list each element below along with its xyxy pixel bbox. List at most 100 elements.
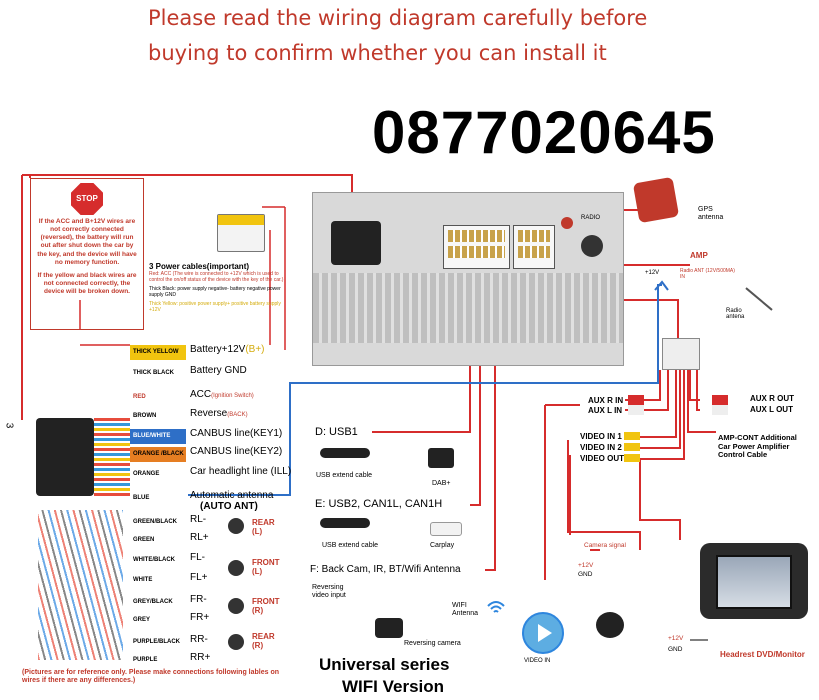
footer-line-1: Universal series: [319, 655, 450, 674]
wire-function-label: Battery+12V: [190, 344, 246, 355]
wire-function-extra: (BACK): [227, 412, 248, 418]
backcam-title: F: Back Cam, IR, BT/Wifi Antenna: [310, 564, 461, 575]
amp-cont-label: AMP-CONT Additional Car Power Amplifier …: [718, 433, 797, 460]
speaker-front-right: [228, 598, 244, 614]
camera-icon: [596, 612, 624, 638]
power-red-note: Red: ACC (The wire is connected to +12V …: [149, 271, 284, 283]
harness-wires: [94, 418, 130, 496]
speaker-rear-right: [228, 634, 244, 650]
wire-function-6: Car headlight line (ILL): [190, 466, 291, 477]
wifi-icon: [486, 598, 506, 616]
wire-function-2: ACC(Ignition Switch): [190, 389, 254, 400]
wire-function-4: CANBUS line(KEY1): [190, 428, 282, 439]
video-out: VIDEO OUT: [580, 454, 625, 463]
wire-function-11: FL+: [190, 572, 208, 583]
wire-function-label: Battery GND: [190, 365, 247, 376]
warning-paragraph-1: If the ACC and B+12V wires are not corre…: [37, 218, 137, 266]
wire-function-extra: (Ignition Switch): [211, 393, 254, 399]
video-in-label: VIDEO IN: [524, 658, 551, 664]
amp-label: AMP: [690, 251, 708, 260]
radio-port: [581, 235, 603, 257]
wire-function-7: Automatic antenna(AUTO ANT): [190, 490, 273, 512]
wire-function-13: FR+: [190, 612, 209, 623]
speaker-rear-left-label: REAR (L): [252, 518, 275, 536]
wire-color-7: BLUE: [130, 491, 186, 506]
wire-function-1: Battery GND: [190, 365, 247, 376]
reversing-camera-label: Reversing camera: [404, 640, 461, 647]
battery-icon: [217, 214, 265, 252]
headrest-12v: +12V: [668, 635, 684, 642]
gps-antenna-icon: [632, 176, 680, 224]
wire-color-2: RED: [130, 390, 186, 405]
phone-number: 0877020645: [372, 99, 716, 166]
wire-color-6: ORANGE: [130, 467, 186, 482]
wire-function-label: Reverse: [190, 408, 228, 419]
wire-function-extra: (AUTO ANT): [200, 501, 258, 512]
harness-loose-wires: [38, 510, 123, 660]
aux-socket: [513, 225, 555, 269]
wire-color-4: BLUE/WHITE: [130, 429, 186, 444]
wire-function-3: Reverse(BACK): [190, 408, 248, 419]
speaker-rear-right-label: REAR (R): [252, 632, 275, 650]
wire-function-label: FR-: [190, 594, 207, 605]
dab-label: DAB+: [432, 480, 451, 487]
carplay-label: Carplay: [430, 542, 455, 549]
speaker-front-left-label: FRONT (L): [252, 558, 280, 576]
side-number: 3: [3, 422, 15, 429]
speaker-front-left: [228, 560, 244, 576]
wire-color-14: PURPLE/BLACK: [130, 635, 186, 650]
headrest-monitor-icon: [700, 543, 808, 619]
wire-function-label: RR+: [190, 652, 211, 663]
video-in-play-icon: [522, 612, 564, 654]
aux-r-in: AUX R IN: [588, 396, 624, 405]
aux-r-out: AUX R OUT: [750, 394, 794, 403]
wire-function-14: RR-: [190, 634, 208, 645]
usb2-title: E: USB2, CAN1L, CAN1H: [315, 498, 443, 510]
video-in-2: VIDEO IN 2: [580, 443, 622, 452]
warning-box: STOP If the ACC and B+12V wires are not …: [30, 178, 144, 330]
usb1-cable-label: USB extend cable: [316, 472, 373, 479]
wire-color-5: ORANGE /BLACK: [130, 447, 186, 462]
radio-ant-in: Radio ANT (12V/500MA) IN: [680, 268, 735, 280]
wire-function-10: FL-: [190, 552, 205, 563]
wire-function-label: RL+: [190, 532, 209, 543]
wire-function-12: FR-: [190, 594, 207, 605]
wire-function-0: Battery+12V(B+): [190, 344, 264, 355]
power-yellow-note: Thick Yellow: positive power supply+ pos…: [149, 301, 281, 313]
usb1-cable-icon: [320, 448, 370, 458]
gps-label: GPS antenna: [698, 206, 724, 221]
head-unit-rear: RADIO: [312, 192, 624, 366]
amp-12v: +12V: [645, 270, 660, 276]
usb2-cable-icon: [320, 518, 370, 528]
wire-backcam: [485, 270, 496, 571]
wifi-antenna-label: WIFI Antenna: [452, 602, 479, 617]
headrest-gnd: GND: [668, 646, 683, 653]
wire-red-left: [21, 174, 353, 420]
wire-function-label: FL+: [190, 572, 208, 583]
aux-l-out: AUX L OUT: [750, 405, 793, 414]
multi-pin-socket: [443, 225, 510, 269]
dab-icon: [428, 448, 454, 468]
power-black-note: Thick Black: power supply negative- batt…: [149, 286, 281, 298]
footnote: (Pictures are for reference only. Please…: [22, 669, 280, 685]
warning-paragraph-2: If the yellow and black wires are not co…: [37, 271, 137, 295]
wire-function-9: RL+: [190, 532, 209, 543]
wire-color-3: BROWN: [130, 409, 186, 424]
wire-function-label: CANBUS line(KEY1): [190, 428, 283, 439]
aux-in-rca-icon: [628, 395, 644, 415]
wire-color-13: GREY: [130, 613, 186, 628]
gps-port: [561, 217, 573, 229]
wire-function-15: RR+: [190, 652, 210, 663]
video-rca-icon: [624, 432, 640, 462]
usb1-title: D: USB1: [315, 426, 358, 438]
wire-function-label: Car headlight line (ILL): [190, 466, 292, 477]
power-cables-title: 3 Power cables(important): [149, 262, 250, 271]
radio-port-label: RADIO: [581, 215, 601, 221]
wire-color-10: WHITE/BLACK: [130, 553, 186, 568]
wire-function-extra: (B+): [245, 344, 265, 355]
radio-antenna-label: Radio antena: [726, 308, 745, 320]
power-cables-notes: 3 Power cables(important) Red: ACC (The …: [149, 262, 284, 313]
usb2-cable-label: USB extend cable: [322, 542, 379, 549]
rca-splitter: [662, 338, 700, 370]
iso-socket: [331, 221, 381, 265]
